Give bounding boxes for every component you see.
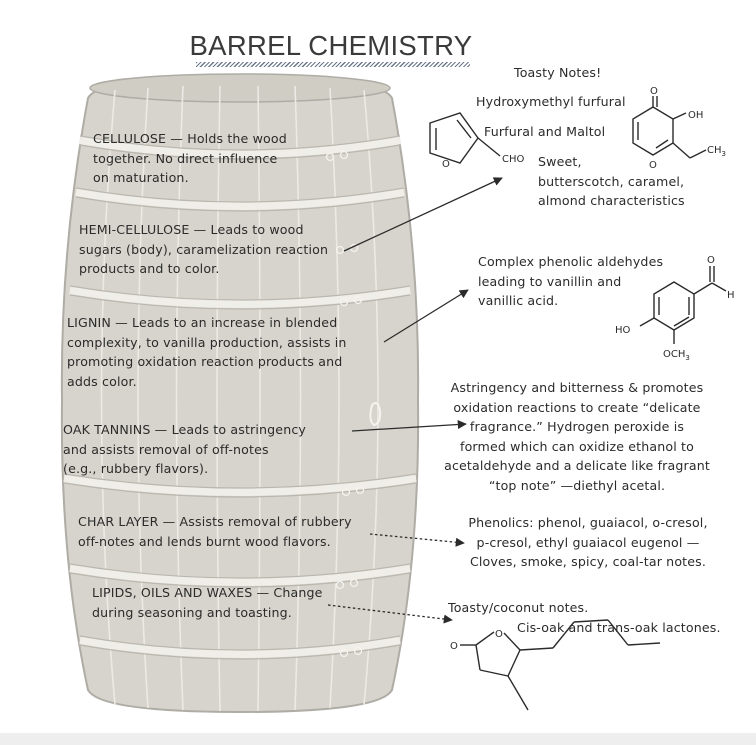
vanillin-h-label: H <box>727 290 735 301</box>
barrel-hoop-edges <box>63 135 417 660</box>
bung-hole <box>369 402 382 427</box>
note-toasty-coconut: Toasty/coconut notes. <box>448 600 589 615</box>
arrow-lignin <box>383 289 469 343</box>
barrel-nails <box>325 150 365 658</box>
maltol-structure <box>632 96 707 159</box>
arrow-lipids <box>327 604 453 624</box>
arrow-char <box>369 533 465 547</box>
vanillin-structure <box>639 266 727 344</box>
furfural-cho-label: CHO <box>502 154 525 165</box>
note-furfural-maltol: Furfural and Maltol <box>484 124 606 139</box>
bottom-bar <box>0 733 756 745</box>
note-lactones: Cis-oak and trans-oak lactones. <box>517 620 721 635</box>
label-hemicellulose: HEMI-CELLULOSE — Leads to wood sugars (b… <box>79 222 329 276</box>
note-phenolics: Phenolics: phenol, guaiacol, o-cresol, p… <box>468 515 708 569</box>
maltol-ch3-label: CH3 <box>707 145 726 158</box>
furfural-structure <box>429 112 501 164</box>
note-phenolic-aldehydes: Complex phenolic aldehydes leading to va… <box>478 254 664 308</box>
arrow-tannins <box>351 419 467 432</box>
lactone-o-ring-label: O <box>495 629 503 640</box>
vanillin-och3-label: OCH3 <box>663 349 690 362</box>
lactone-o-carbonyl-label: O <box>450 641 458 652</box>
maltol-o-ring-label: O <box>649 160 657 171</box>
note-sweet: Sweet, butterscotch, caramel, almond cha… <box>538 154 685 208</box>
note-astringency: Astringency and bitterness & promotes ox… <box>444 380 710 493</box>
note-hmf: Hydroxymethyl furfural <box>476 94 626 109</box>
label-lipids: LIPIDS, OILS AND WAXES — Change during s… <box>92 585 323 620</box>
vanillin-ho-label: HO <box>615 325 631 336</box>
barrel-hoops <box>63 136 417 658</box>
barrel-top-rim <box>89 73 391 103</box>
vanillin-o-label: O <box>707 255 715 266</box>
note-toasty: Toasty Notes! <box>514 65 602 80</box>
label-char-layer: CHAR LAYER — Assists removal of rubbery … <box>78 514 352 549</box>
barrel-staves <box>100 85 379 712</box>
barrel-illustration <box>60 73 420 714</box>
maltol-o-top-label: O <box>650 86 658 97</box>
maltol-oh-label: OH <box>688 110 703 121</box>
title-underline <box>196 62 470 67</box>
page-title: BARREL CHEMISTRY <box>189 30 473 61</box>
label-cellulose: CELLULOSE — Holds the wood together. No … <box>93 131 287 185</box>
arrow-hemicellulose <box>343 177 503 252</box>
label-lignin: LIGNIN — Leads to an increase in blended… <box>67 315 347 389</box>
oak-lactone-structure <box>460 619 661 711</box>
arrows <box>327 177 503 624</box>
furfural-o-label: O <box>442 159 450 170</box>
label-oak-tannins: OAK TANNINS — Leads to astringency and a… <box>63 422 307 476</box>
